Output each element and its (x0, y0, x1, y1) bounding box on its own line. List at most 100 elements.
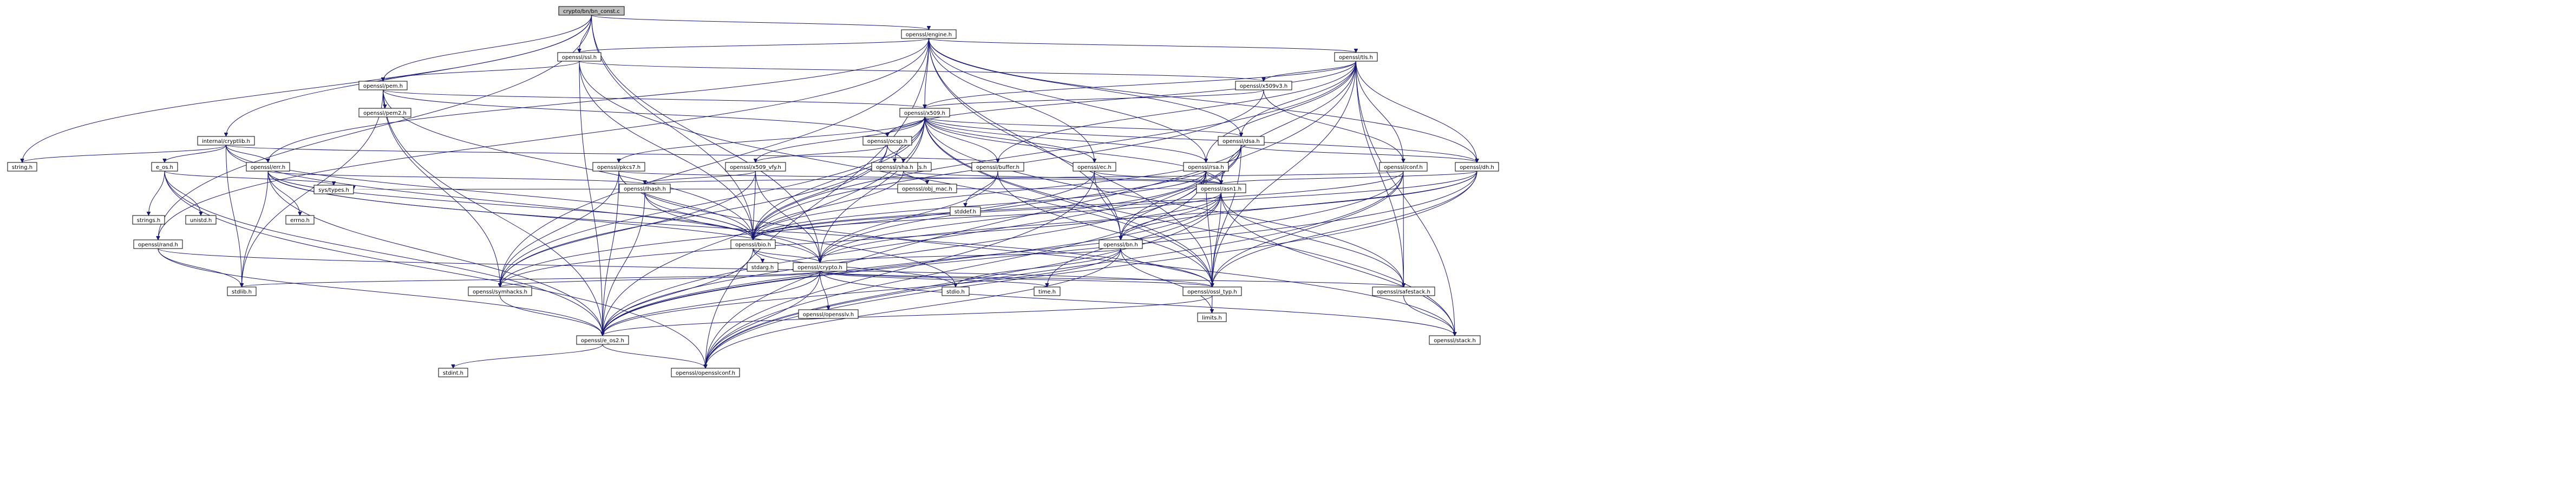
header-node[interactable]: openssl/rand.h (133, 239, 183, 249)
include-edge (383, 89, 925, 109)
header-node[interactable]: openssl/pem.h (358, 81, 408, 90)
node-label: errno.h (290, 218, 310, 224)
header-node[interactable]: openssl/dh.h (1455, 162, 1499, 172)
header-node[interactable]: e_os.h (151, 162, 178, 172)
header-node[interactable]: openssl/conf.h (1379, 162, 1428, 172)
header-node[interactable]: stdint.h (438, 368, 468, 377)
header-node[interactable]: openssl/opensslv.h (798, 309, 859, 319)
include-nodes: crypto/bn/bn_const.c openssl/engine.h open… (7, 6, 1499, 377)
node-label: strings.h (137, 218, 160, 224)
header-node[interactable]: openssl/bio.h (730, 239, 776, 249)
include-edge (1264, 61, 1356, 82)
include-edge (887, 145, 904, 163)
header-node[interactable]: openssl/dsa.h (1218, 136, 1265, 146)
include-edge (164, 171, 334, 186)
include-edge (645, 171, 756, 185)
node-box (1197, 312, 1227, 322)
header-node[interactable]: openssl/rsa.h (1183, 162, 1229, 172)
include-edge (820, 271, 1213, 288)
include-edge (149, 171, 165, 216)
header-node[interactable]: openssl/bn.h (1099, 239, 1143, 249)
root-file-node[interactable]: crypto/bn/bn_const.c (558, 6, 625, 16)
include-edge (1221, 171, 1477, 185)
header-node[interactable]: unistd.h (185, 215, 217, 225)
header-node[interactable]: openssl/pem2.h (358, 108, 411, 118)
header-node[interactable]: openssl/ocsp.h (862, 136, 912, 146)
include-edge (242, 89, 383, 287)
include-edge (1221, 192, 1404, 287)
include-edge (924, 116, 998, 162)
header-node[interactable]: limits.h (1197, 312, 1227, 322)
header-node[interactable]: openssl/ossl_typ.h (1182, 286, 1242, 296)
header-node[interactable]: openssl/e_os2.h (576, 335, 629, 345)
node-label: openssl/rand.h (138, 242, 178, 248)
include-edge (158, 38, 929, 240)
header-node[interactable]: openssl/opensslconf.h (671, 368, 740, 377)
header-node[interactable]: openssl/pkcs7.h (592, 162, 645, 172)
header-node[interactable]: openssl/asn1.h (1196, 184, 1246, 193)
node-box (747, 262, 779, 272)
header-node[interactable]: openssl/obj_mac.h (897, 184, 957, 193)
include-edge (267, 171, 753, 240)
header-node[interactable]: openssl/engine.h (901, 29, 957, 39)
header-node[interactable]: internal/cryptlib.h (197, 136, 255, 146)
include-edge (242, 171, 269, 287)
node-box (899, 108, 950, 118)
include-edge (887, 116, 925, 137)
include-edge (579, 61, 1264, 82)
header-node[interactable]: errno.h (285, 215, 315, 225)
include-edge (226, 145, 754, 240)
node-label: openssl/x509_vfy.h (730, 165, 781, 171)
include-edge (500, 192, 1221, 287)
include-edge (820, 171, 1477, 263)
node-label: openssl/ec.h (1077, 165, 1112, 171)
header-node[interactable]: strings.h (132, 215, 165, 225)
header-node[interactable]: openssl/sha.h (871, 162, 918, 172)
header-node[interactable]: openssl/ssl.h (557, 52, 601, 62)
node-label: stdio.h (946, 289, 965, 295)
header-node[interactable]: openssl/crypto.h (793, 262, 847, 272)
header-node[interactable]: openssl/symhacks.h (468, 286, 532, 296)
header-node[interactable]: openssl/safestack.h (1372, 286, 1435, 296)
node-box (901, 29, 957, 39)
header-node[interactable]: openssl/err.h (246, 162, 290, 172)
header-node[interactable]: openssl/ec.h (1073, 162, 1116, 172)
include-edge (753, 171, 1206, 240)
include-edge (753, 171, 756, 240)
node-box (950, 206, 981, 216)
include-edge (1356, 61, 1477, 162)
header-node[interactable]: stdlib.h (227, 286, 257, 296)
header-node[interactable]: stdio.h (942, 286, 970, 296)
node-label: openssl/lhash.h (624, 186, 666, 192)
header-node[interactable]: openssl/x509.h (899, 108, 950, 118)
node-label: openssl/bn.h (1103, 242, 1138, 248)
header-node[interactable]: openssl/stack.h (1429, 335, 1481, 345)
node-label: openssl/dh.h (1460, 165, 1494, 171)
node-label: openssl/tls.h (1339, 55, 1373, 61)
header-node[interactable]: sys/types.h (313, 185, 354, 194)
header-node[interactable]: openssl/tls.h (1334, 52, 1378, 62)
node-box (793, 262, 847, 272)
node-box (1235, 81, 1292, 90)
header-node[interactable]: time.h (1034, 286, 1061, 296)
include-edge (755, 171, 820, 263)
header-node[interactable]: stddef.h (950, 206, 981, 216)
header-node[interactable]: openssl/x509_vfy.h (725, 162, 786, 172)
node-label: openssl/opensslconf.h (676, 370, 735, 376)
include-edge (820, 171, 1206, 263)
include-edge (268, 38, 929, 162)
header-node[interactable]: string.h (7, 162, 37, 172)
header-node[interactable]: openssl/x509v3.h (1235, 81, 1292, 90)
node-box (227, 286, 257, 296)
include-edge (753, 192, 1221, 240)
header-node[interactable]: stdarg.h (747, 262, 779, 272)
node-label: openssl/rsa.h (1188, 165, 1224, 171)
header-node[interactable]: openssl/lhash.h (619, 184, 671, 193)
node-box (1372, 286, 1435, 296)
include-edge (579, 38, 929, 53)
include-edge (820, 271, 1404, 288)
include-edge (929, 38, 1241, 136)
include-edge (354, 188, 1197, 190)
header-node[interactable]: openssl/buffer.h (971, 162, 1024, 172)
include-edge (1403, 295, 1455, 336)
